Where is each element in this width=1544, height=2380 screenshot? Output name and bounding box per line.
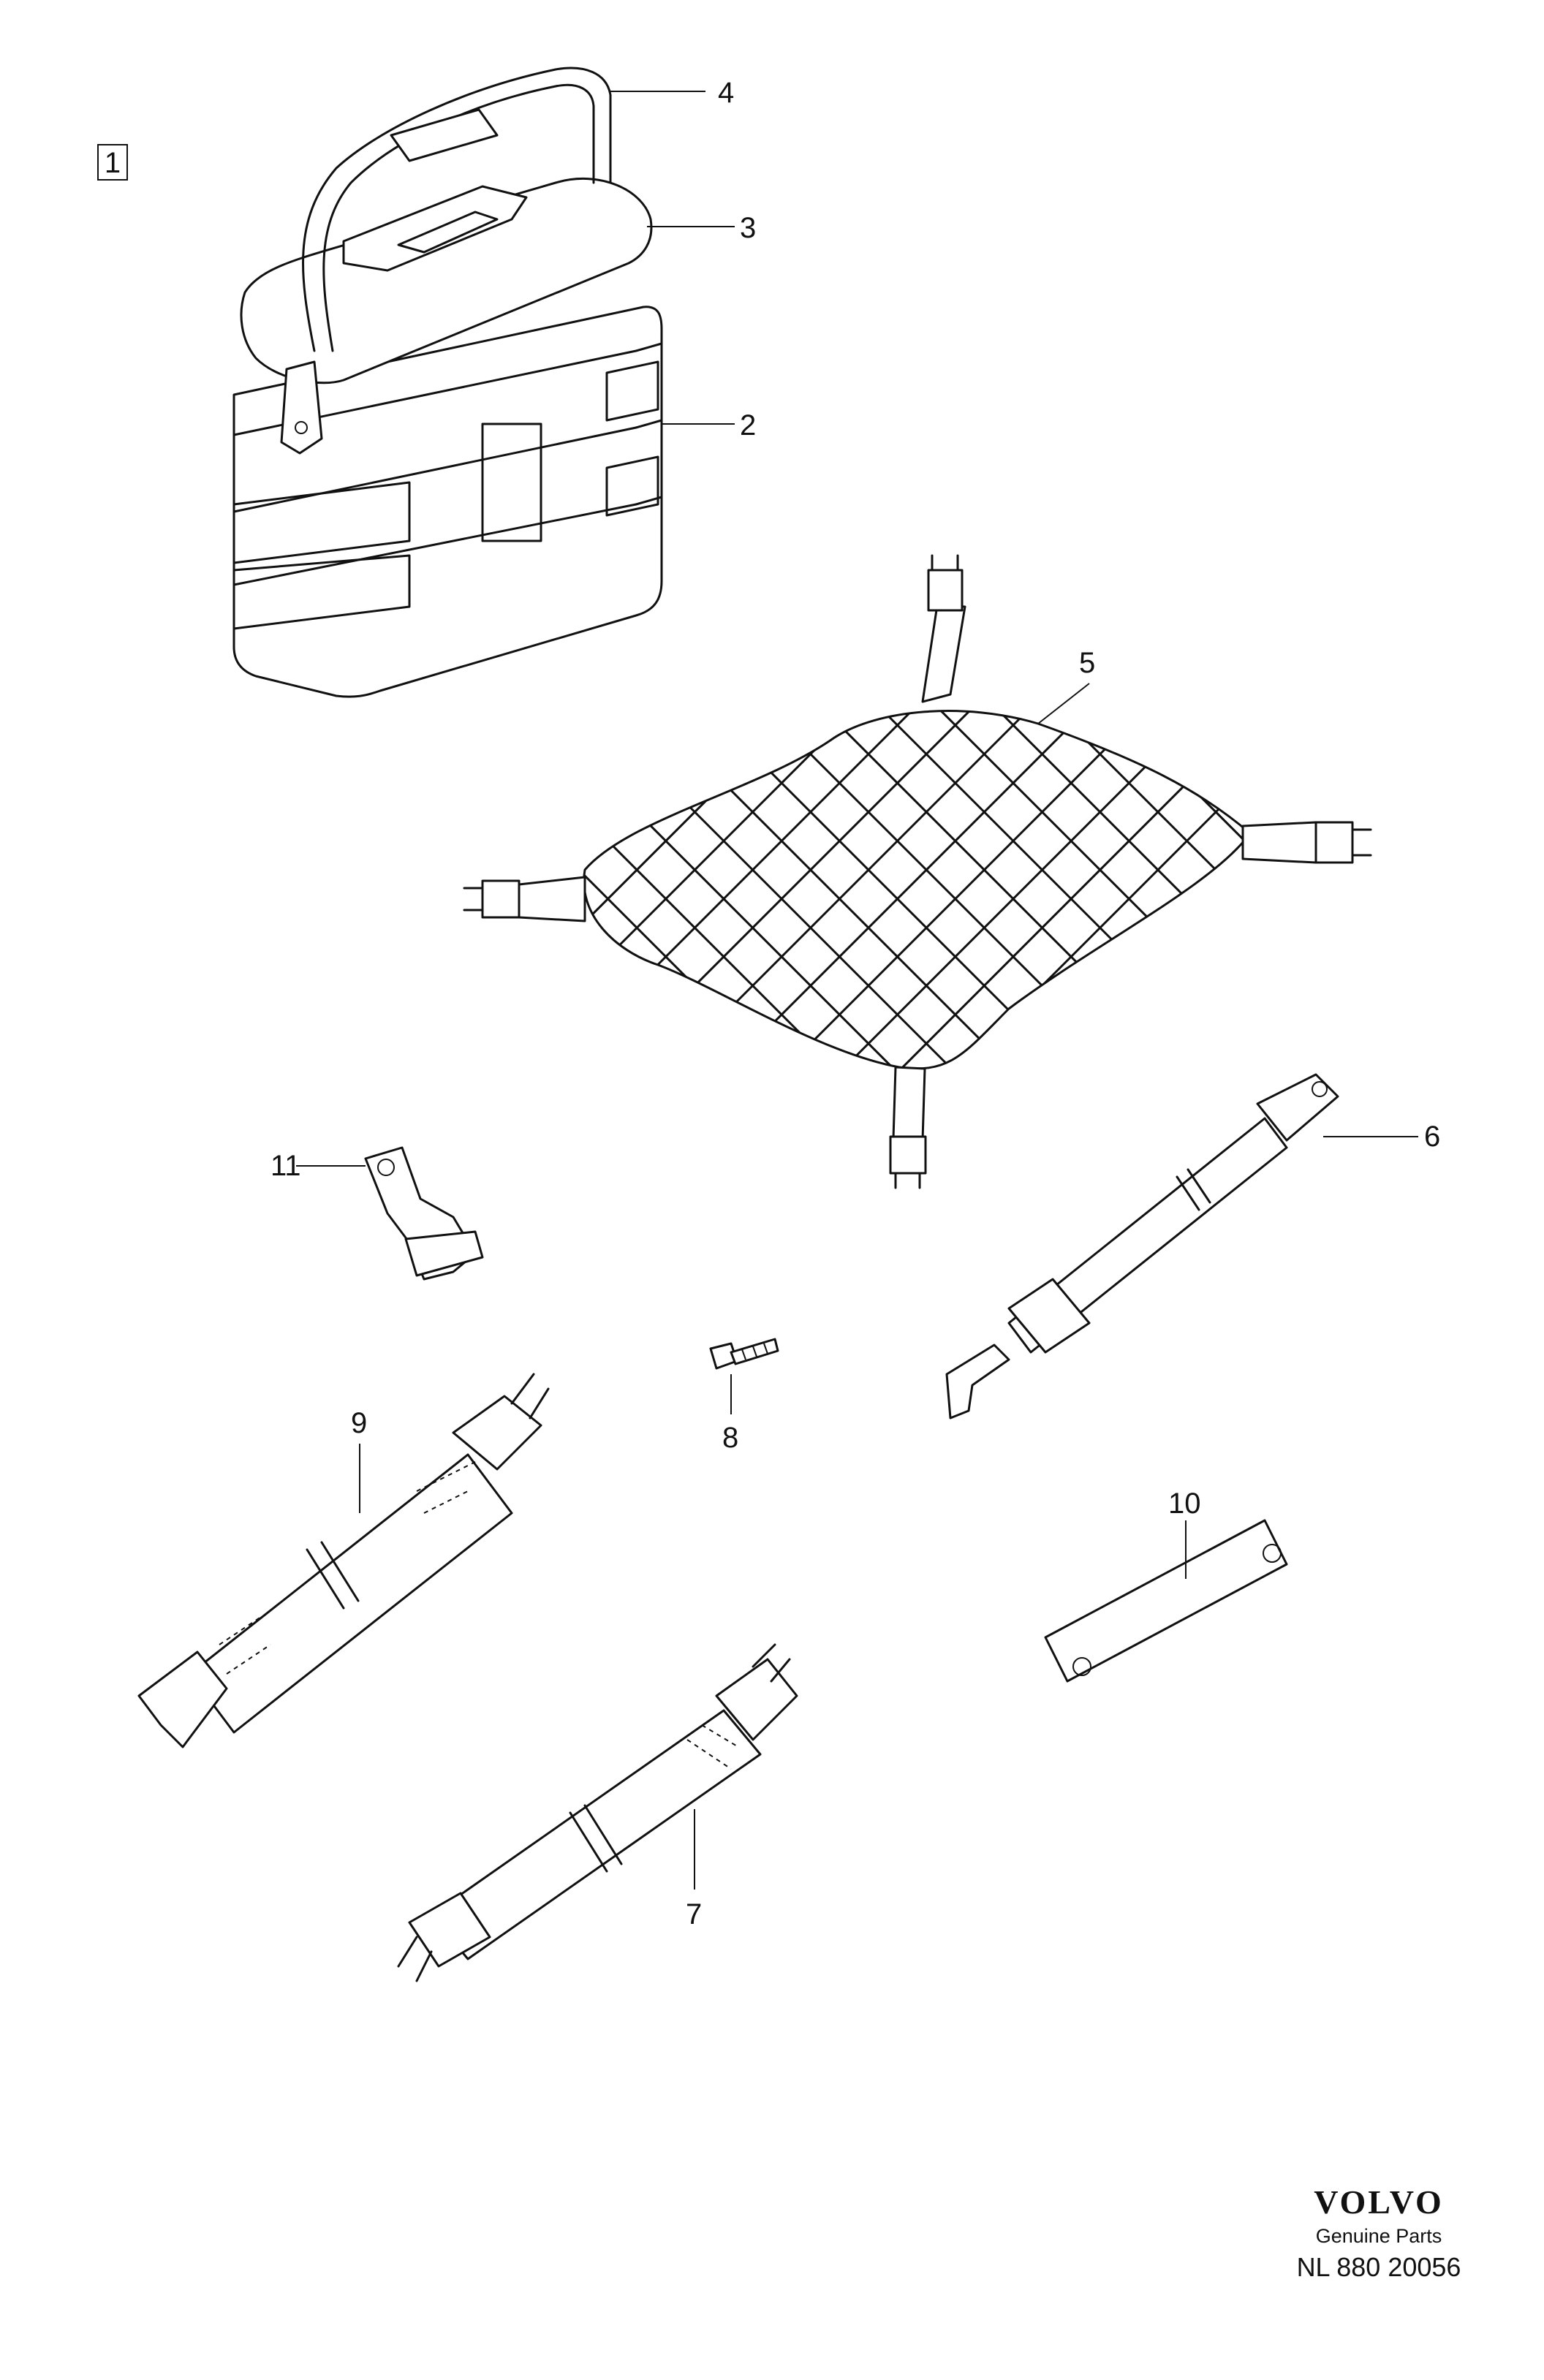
callout-4: 4 xyxy=(718,77,734,109)
group-number-box: 1 xyxy=(97,144,128,181)
buckle-strap-long xyxy=(137,1373,550,1748)
callout-6: 6 xyxy=(1424,1121,1440,1153)
mounting-plate xyxy=(1044,1519,1288,1683)
callout-7: 7 xyxy=(686,1898,702,1930)
callout-10: 10 xyxy=(1168,1488,1201,1520)
storage-box xyxy=(232,67,663,698)
callout-5: 5 xyxy=(1079,647,1095,679)
screw xyxy=(709,1338,779,1370)
callout-9: 9 xyxy=(351,1407,367,1439)
luggage-net xyxy=(463,554,1372,1189)
brand-logo: VOLVO xyxy=(1314,2183,1444,2221)
diagram-code: NL 880 20056 xyxy=(1297,2252,1461,2282)
leader-lines xyxy=(296,91,1418,1890)
buckle-bracket xyxy=(364,1146,484,1281)
callout-11: 11 xyxy=(270,1150,301,1182)
callout-8: 8 xyxy=(722,1422,738,1454)
brand-subtitle: Genuine Parts xyxy=(1316,2225,1442,2247)
group-number: 1 xyxy=(105,147,121,179)
buckle-strap-short xyxy=(397,1643,798,1982)
callout-2: 2 xyxy=(740,409,756,441)
callout-3: 3 xyxy=(740,212,756,244)
hook-strap xyxy=(945,1073,1339,1420)
brand-block: VOLVO Genuine Parts NL 880 20056 xyxy=(1297,2183,1461,2282)
